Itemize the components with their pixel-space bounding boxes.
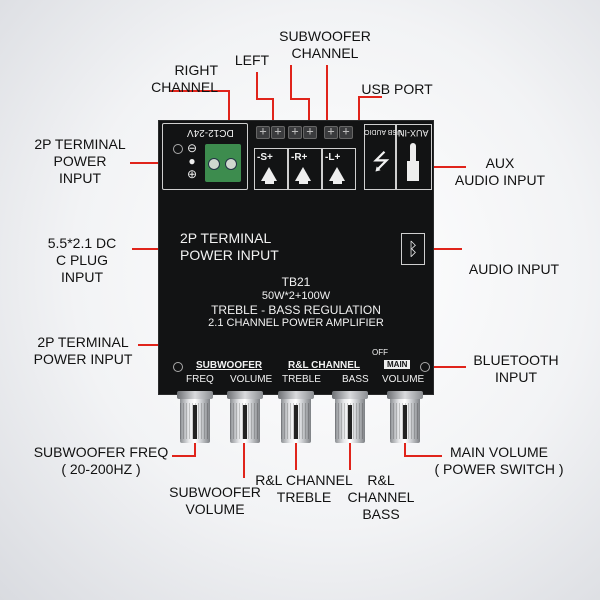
speaker-icon (261, 167, 277, 181)
knob-label-bass: BASS (342, 374, 369, 385)
group-subwoofer: SUBWOOFER (196, 360, 263, 371)
knob-label-treble: TREBLE (282, 374, 321, 385)
subwoofer-freq-label: SUBWOOFER FREQ ( 20-200HZ ) (33, 444, 169, 477)
aux-audio-input-label: AUX AUDIO INPUT (454, 155, 546, 188)
amplifier-text: 2.1 CHANNEL POWER AMPLIFIER (208, 317, 384, 329)
group-rl-channel: R&L CHANNEL (288, 360, 361, 371)
usb-icon: ⭍ (372, 149, 391, 174)
terminal-bottom-label: 2P TERMINAL POWER INPUT (33, 334, 133, 367)
green-screw-terminal (205, 144, 241, 182)
mount-hole (173, 362, 183, 372)
aux-jack-icon (407, 143, 419, 183)
subwoofer-freq-knob[interactable] (177, 391, 213, 443)
bluetooth-icon: ᛒ (401, 233, 425, 265)
main-volume-label: MAIN VOLUME ( POWER SWITCH ) (434, 444, 564, 477)
usb-port-label: USB PORT (361, 81, 433, 97)
speaker-screw-terminals (256, 122, 362, 144)
amplifier-board: DC12-24V ⊖●⊕ -S+ -R+ -L+ USB AUDIO ⭍ AUX (158, 120, 434, 395)
knob-label-freq: FREQ (186, 374, 214, 385)
regulation-text: TREBLE - BASS REGULATION (211, 303, 381, 317)
speaker-icon (329, 167, 345, 181)
usb-port-block: USB AUDIO ⭍ (364, 124, 402, 190)
mount-hole (420, 362, 430, 372)
audio-input-label: AUDIO INPUT (468, 261, 560, 277)
subwoofer-channel-label: SUBWOOFER CHANNEL (279, 28, 371, 61)
power-text: 50W*2+100W (261, 290, 331, 302)
model-text: TB21 (281, 275, 311, 289)
dc-plug-label: 5.5*2.1 DC C PLUG INPUT (47, 235, 117, 285)
printed-title: 2P TERMINAL POWER INPUT (180, 230, 279, 263)
terminal-r: -R+ (288, 148, 322, 190)
treble-knob[interactable] (278, 391, 314, 443)
rl-treble-label: R&L CHANNEL TREBLE (255, 472, 353, 505)
power-polarity-icon: ⊖●⊕ (186, 141, 198, 181)
bass-knob[interactable] (332, 391, 368, 443)
terminal-s: -S+ (254, 148, 288, 190)
subwoofer-volume-label: SUBWOOFER VOLUME (169, 484, 261, 517)
bluetooth-input-label: BLUETOOTH INPUT (473, 352, 559, 385)
main-volume-knob[interactable] (387, 391, 423, 443)
terminal-top-label: 2P TERMINAL POWER INPUT (34, 136, 126, 186)
rl-bass-label: R&L CHANNEL BASS (347, 472, 415, 522)
mount-hole (173, 144, 183, 154)
group-main: MAIN (384, 360, 411, 369)
knob-label-main-volume: VOLUME (382, 374, 425, 385)
off-label: OFF (372, 348, 388, 357)
right-channel-label: RIGHT CHANNEL (151, 62, 218, 95)
left-label: LEFT (234, 52, 270, 68)
terminal-l: -L+ (322, 148, 356, 190)
subwoofer-volume-knob[interactable] (227, 391, 263, 443)
speaker-icon (295, 167, 311, 181)
dc-terminal-block: DC12-24V ⊖●⊕ (162, 123, 248, 190)
knob-label-volume: VOLUME (230, 374, 273, 385)
aux-port-block: AUX-IN (396, 124, 432, 190)
dc-voltage-label: DC12-24V (187, 127, 234, 138)
